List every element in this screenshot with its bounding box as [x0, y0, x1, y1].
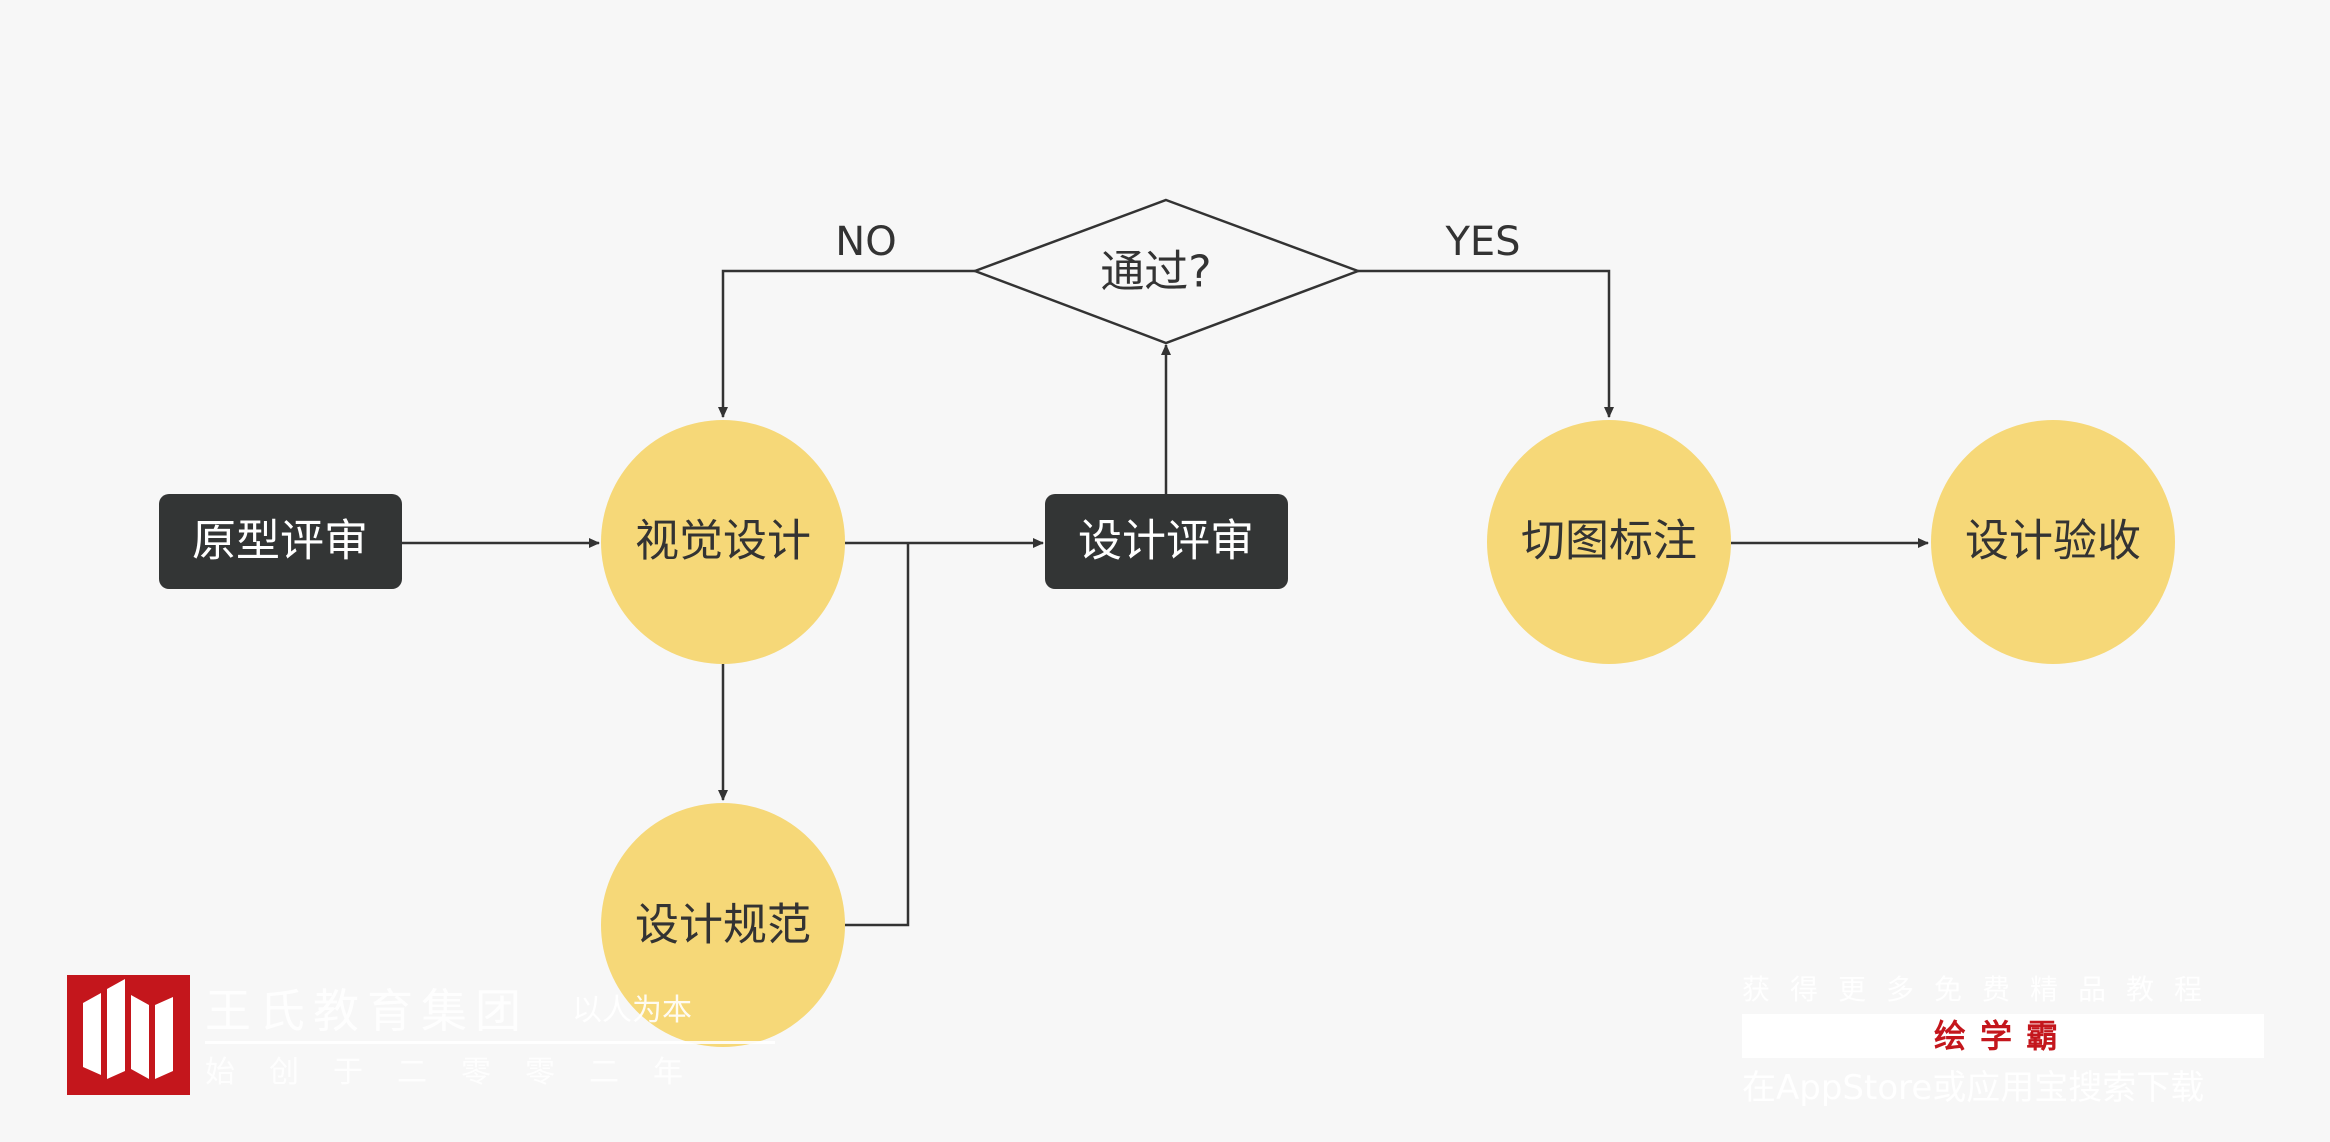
w-logo-icon	[67, 975, 190, 1095]
design-acceptance-node: 设计验收	[1931, 420, 2175, 664]
watermark-slogan: 以人为本	[572, 993, 692, 1028]
design-review-label: 设计评审	[1078, 516, 1254, 567]
slicing-annotation-node: 切图标注	[1487, 420, 1731, 664]
watermark-right-top: 获得更多免费精品教程	[1742, 973, 2223, 1006]
prototype-review-label: 原型评审	[192, 516, 368, 567]
watermark-right-brand: 绘学霸	[1742, 1014, 2264, 1058]
design-spec-label: 设计规范	[635, 900, 811, 951]
decision-pass-label: 通过?	[1100, 247, 1211, 298]
design-acceptance-label: 设计验收	[1965, 516, 2141, 567]
watermark-company: 王氏教育集团	[205, 984, 529, 1038]
visual-design-label: 视觉设计	[635, 516, 811, 567]
watermark-divider	[205, 1041, 775, 1044]
edge-label-no: NO	[835, 219, 896, 265]
decision-pass-node: 通过?	[971, 198, 1362, 345]
slicing-annotation-label: 切图标注	[1521, 516, 1697, 567]
edge-label-yes: YES	[1444, 219, 1520, 265]
watermark-right: 获得更多免费精品教程 绘学霸 在AppStore或应用宝搜索下载	[1742, 968, 2264, 1108]
watermark-right-bottom: 在AppStore或应用宝搜索下载	[1742, 1068, 2205, 1108]
watermark-founded: 始创于二零零二年	[205, 1055, 717, 1090]
connectors	[402, 269, 1929, 927]
edge-spec-to-review	[845, 543, 910, 927]
design-review-node: 设计评审	[1045, 494, 1288, 589]
design-spec-node: 设计规范	[601, 803, 845, 1047]
visual-design-node: 视觉设计	[601, 420, 845, 664]
edge-decision-no	[718, 269, 975, 418]
watermark-left: 王氏教育集团 以人为本 始创于二零零二年	[67, 975, 775, 1095]
edge-decision-yes	[1358, 269, 1614, 418]
prototype-review-node: 原型评审	[159, 494, 402, 589]
